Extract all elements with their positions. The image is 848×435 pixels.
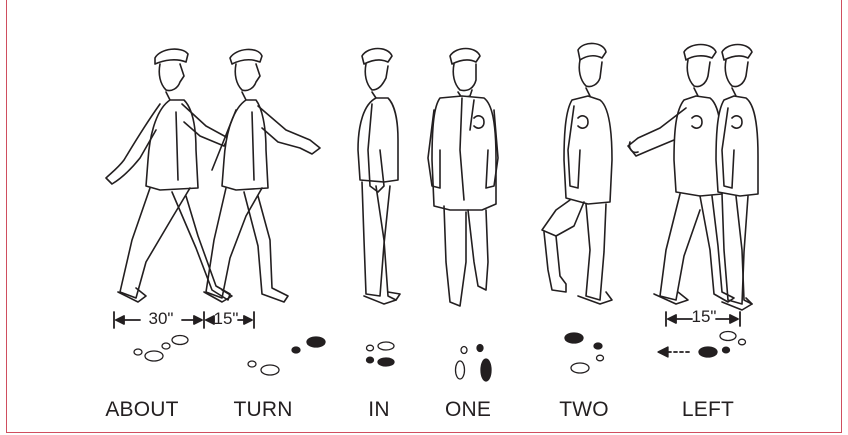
soldier-two-figure [542,43,612,304]
soldier-turn-figure [204,49,320,302]
footprints-one [456,345,492,382]
caption-one: ONE [445,398,491,422]
measure-label-turn: 15" [214,309,239,329]
caption-in: IN [368,398,389,422]
measure-label-about: 30" [149,309,174,329]
caption-left: LEFT [682,398,734,422]
soldier-left-partner-figure [716,45,758,311]
caption-about: ABOUT [105,398,178,422]
caption-two: TWO [559,398,609,422]
footprints-two [565,333,604,373]
soldier-one-figure [428,49,498,307]
footprints-left [658,332,746,358]
measure-label-left: 15" [692,307,717,327]
footprints-turn [248,337,325,375]
footprints-in [367,342,395,366]
soldier-about-figure [106,49,230,302]
footprints-about [134,336,188,362]
caption-turn: TURN [233,398,292,422]
soldier-in-figure [358,49,400,305]
